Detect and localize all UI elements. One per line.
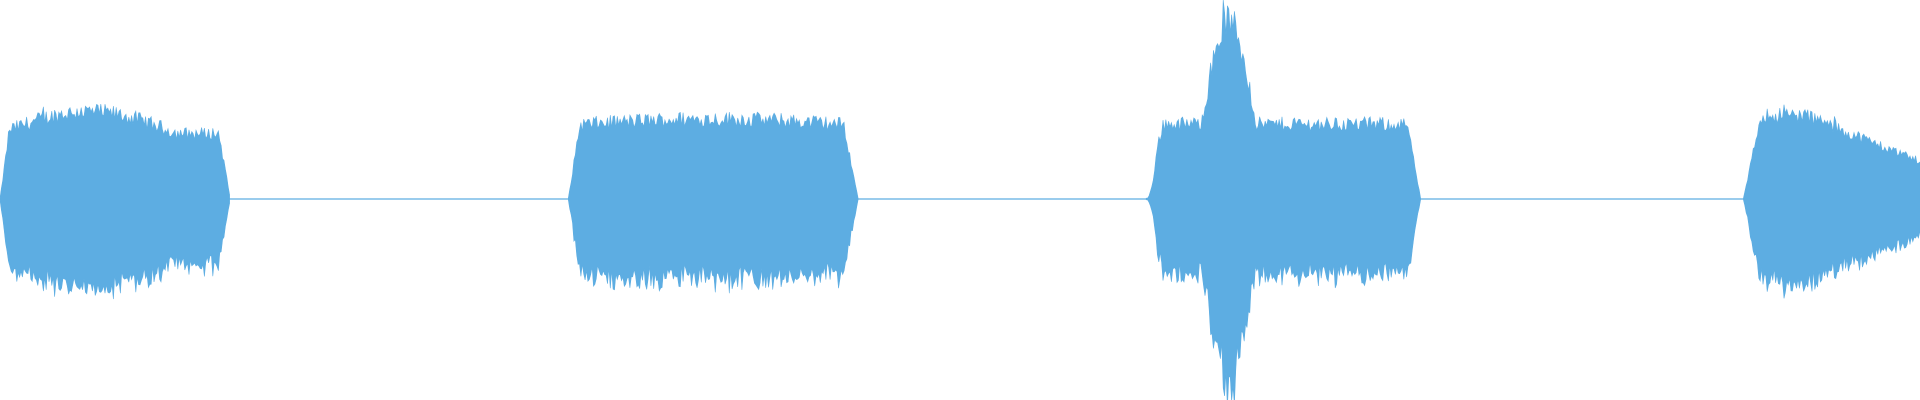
waveform-segment-2 [568, 111, 859, 294]
waveform-segment-4 [1743, 104, 1920, 299]
waveform-segment-1 [0, 103, 230, 300]
waveform-segment-3 [1145, 0, 1421, 400]
